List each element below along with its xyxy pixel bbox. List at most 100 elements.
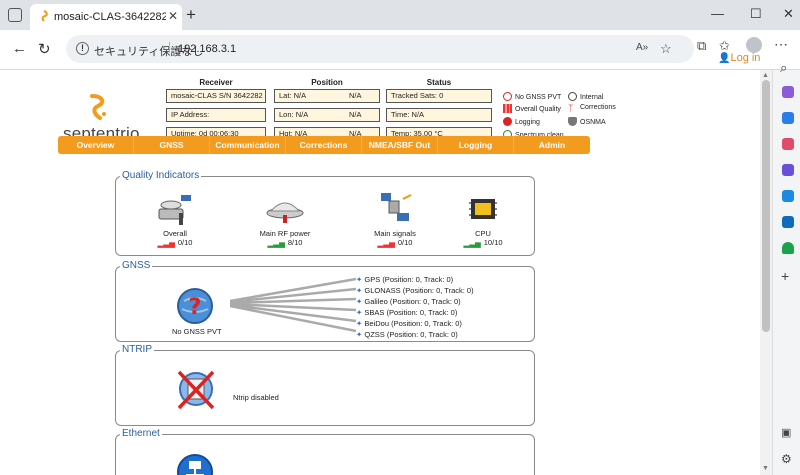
back-icon[interactable]: ← [12, 40, 27, 57]
signal-bars-icon: ▂▃▅ [377, 239, 395, 248]
signal-label: Galileo (Position: 0, Track: 0) [364, 297, 461, 306]
tab-title: mosaic-CLAS-3642282 (SEPT) - S [54, 11, 166, 23]
more-options-icon[interactable]: ⋯ [774, 36, 788, 52]
gnss-signal-glonass[interactable]: ✦ GLONASS (Position: 0, Track: 0) [356, 286, 474, 295]
close-tab-icon[interactable]: ✕ [168, 9, 179, 23]
legend-label: Internal [580, 94, 604, 101]
ip-address-field: IP Address: [166, 108, 266, 122]
scroll-up-arrow-icon[interactable]: ▲ [762, 72, 769, 79]
gnss-title: GNSS [120, 260, 153, 271]
nav-admin[interactable]: Admin [538, 140, 566, 150]
svg-text:?: ? [189, 295, 202, 320]
corrections-icon: ᛉ [568, 103, 574, 113]
nav-overview[interactable]: Overview [58, 136, 134, 154]
gnss-signal-beidou[interactable]: ✦ BeiDou (Position: 0, Track: 0) [356, 319, 462, 328]
gnss-signal-qzss[interactable]: ✦ QZSS (Position: 0, Track: 0) [356, 330, 458, 339]
legend-label: Spectrum clean [515, 132, 564, 139]
browser-tab[interactable]: mosaic-CLAS-3642282 (SEPT) - S ✕ [30, 4, 182, 30]
security-label[interactable]: セキュリティ保護なし [94, 46, 204, 58]
sidebar-settings-icon[interactable]: ⚙ [781, 452, 792, 466]
quality-score: 8/10 [287, 238, 303, 247]
web-page: septentrio Receiver Position Status mosa… [0, 70, 760, 475]
sidebar-microsoft365-icon[interactable] [782, 190, 794, 202]
minimize-icon[interactable]: — [711, 6, 724, 21]
quality-main-rf-power[interactable]: Main RF power ▂▃▅8/10 [240, 191, 330, 248]
sidebar-copilot-icon[interactable] [782, 86, 794, 98]
legend-internal: Internal [568, 92, 603, 101]
satellite-icon: ✦ [356, 308, 363, 317]
quality-label: Main signals [374, 229, 416, 238]
signal-connector-lines [230, 277, 357, 333]
quality-overall[interactable]: Overall ▂▃▅0/10 [130, 191, 220, 248]
login-link-text[interactable]: 👤Log in [718, 52, 760, 64]
hgt-value-2: N/A [349, 129, 362, 138]
new-tab-button[interactable]: + [186, 5, 196, 24]
login-label: Log in [730, 52, 761, 64]
cpu-chip-icon [469, 199, 497, 219]
signal-bars-icon: ▂▃▅ [463, 239, 481, 248]
gnss-signal-sbas[interactable]: ✦ SBAS (Position: 0, Track: 0) [356, 308, 457, 317]
ntrip-panel: NTRIP Ntrip disabled [115, 344, 535, 426]
legend-label: No GNSS PVT [515, 94, 562, 101]
browser-toolbar: ← ↻ ! セキュリティ保護なし | 192.168.3.1 A» ☆ ⧉ ✩ … [0, 30, 800, 70]
no-pvt-icon [503, 92, 512, 101]
satellite-icon: ✦ [356, 319, 363, 328]
lat-value: N/A [293, 91, 307, 100]
nav-gnss[interactable]: GNSS [134, 136, 210, 154]
legend-label: Corrections [580, 104, 616, 111]
signal-label: QZSS (Position: 0, Track: 0) [364, 330, 458, 339]
nav-communication[interactable]: Communication [210, 136, 286, 154]
sidebar-outlook-icon[interactable] [782, 216, 794, 228]
sidebar-tree-icon[interactable] [782, 242, 794, 254]
gnss-signal-galileo[interactable]: ✦ Galileo (Position: 0, Track: 0) [356, 297, 461, 306]
lon-value: N/A [295, 110, 309, 119]
address-bar[interactable]: ! セキュリティ保護なし | 192.168.3.1 A» ☆ [66, 35, 694, 63]
legend-osnma: OSNMA [568, 117, 606, 126]
quality-main-signals[interactable]: Main signals ▂▃▅0/10 [350, 191, 440, 248]
legend-corrections: ᛉ Corrections [568, 104, 616, 113]
url-text[interactable]: 192.168.3.1 [178, 43, 237, 55]
sidebar-add-icon[interactable]: + [781, 268, 790, 284]
scroll-down-arrow-icon[interactable]: ▼ [762, 465, 769, 472]
favorites-icon[interactable]: ✩ [719, 38, 730, 53]
ethernet-network-icon[interactable] [176, 453, 214, 475]
quality-label: Main RF power [259, 229, 311, 238]
hgt-value: N/A [294, 129, 308, 138]
ntrip-disabled-icon[interactable] [176, 369, 216, 411]
maximize-icon[interactable]: ☐ [750, 6, 762, 21]
sidebar-panel-toggle-icon[interactable]: ▣ [781, 427, 792, 439]
legend-label: Logging [515, 119, 540, 126]
clock-icon [568, 92, 577, 101]
gnss-panel: GNSS ? No GNSS PVT ✦ GPS (Position: 0, T… [115, 260, 535, 342]
lat-label: Lat: [279, 91, 292, 100]
quality-bars-icon [503, 104, 512, 113]
sidebar-tools-icon[interactable] [782, 138, 794, 150]
nav-corrections[interactable]: Corrections [286, 136, 362, 154]
signal-label: SBAS (Position: 0, Track: 0) [364, 308, 458, 317]
nav-logging[interactable]: Logging [438, 136, 514, 154]
legend-logging: Logging [503, 117, 540, 126]
scrollbar-thumb[interactable] [762, 80, 770, 332]
signal-label: GLONASS (Position: 0, Track: 0) [364, 286, 474, 295]
browser-tab-strip: mosaic-CLAS-3642282 (SEPT) - S ✕ + — ☐ ✕ [0, 0, 800, 30]
profile-avatar[interactable] [746, 37, 762, 53]
not-secure-icon[interactable]: ! [76, 42, 89, 55]
sidebar-search-icon[interactable]: ⌕ [780, 60, 788, 75]
lon-value-2: N/A [349, 110, 362, 119]
ntrip-title: NTRIP [120, 344, 154, 355]
sidebar-shopping-icon[interactable] [782, 112, 794, 124]
read-aloud-icon[interactable]: A» [636, 42, 649, 53]
globe-question-icon[interactable]: ? [176, 287, 214, 325]
split-screen-icon[interactable]: ⧉ [697, 38, 707, 53]
close-window-icon[interactable]: ✕ [783, 6, 794, 21]
lon-label: Lon: [279, 110, 294, 119]
quality-cpu[interactable]: CPU ▂▃▅10/10 [438, 191, 528, 248]
refresh-icon[interactable]: ↻ [38, 41, 51, 58]
tab-actions-icon[interactable] [8, 8, 22, 22]
gnss-signal-gps[interactable]: ✦ GPS (Position: 0, Track: 0) [356, 275, 453, 284]
nav-nmea-sbf-out[interactable]: NMEA/SBF Out [362, 136, 438, 154]
legend-label: Overall Quality [515, 106, 561, 113]
time-field: Time: N/A [386, 108, 492, 122]
favorite-star-icon[interactable]: ☆ [660, 41, 672, 56]
sidebar-games-icon[interactable] [782, 164, 794, 176]
